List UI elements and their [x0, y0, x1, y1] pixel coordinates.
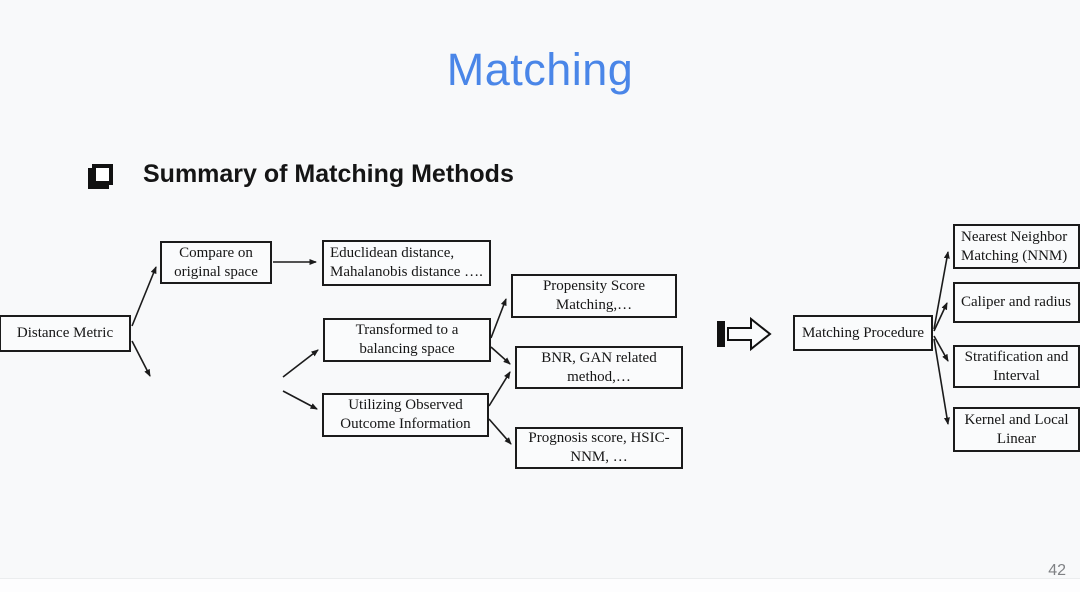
slide-bottom-divider [0, 578, 1080, 592]
slide-title: Matching [446, 44, 634, 95]
box-distance-metric: Distance Metric [0, 315, 131, 352]
box-euclidean-mahalanobis: Educlidean distance, Mahalanobis distanc… [322, 240, 491, 286]
block-arrow-icon [717, 316, 772, 352]
box-stratification-and-interval: Stratification and Interval [953, 345, 1080, 388]
checkbox-bullet-icon [92, 164, 113, 185]
box-kernel-and-local-linear: Kernel and Local Linear [953, 407, 1080, 452]
box-bnr-gan-method: BNR, GAN related method,… [515, 346, 683, 389]
box-caliper-and-radius: Caliper and radius [953, 282, 1080, 323]
page-number: 42 [1048, 562, 1066, 579]
box-propensity-score-matching: Propensity Score Matching,… [511, 274, 677, 318]
box-prognosis-score-hsic-nnm: Prognosis score, HSIC- NNM, … [515, 427, 683, 469]
box-utilizing-observed-outcome: Utilizing Observed Outcome Information [322, 393, 489, 437]
box-nearest-neighbor-matching: Nearest Neighbor Matching (NNM) [953, 224, 1080, 269]
section-heading-text: Summary of Matching Methods [143, 160, 514, 188]
box-transformed-balancing-space: Transformed to a balancing space [323, 318, 491, 362]
box-compare-original-space: Compare on original space [160, 241, 272, 284]
box-matching-procedure: Matching Procedure [793, 315, 933, 351]
